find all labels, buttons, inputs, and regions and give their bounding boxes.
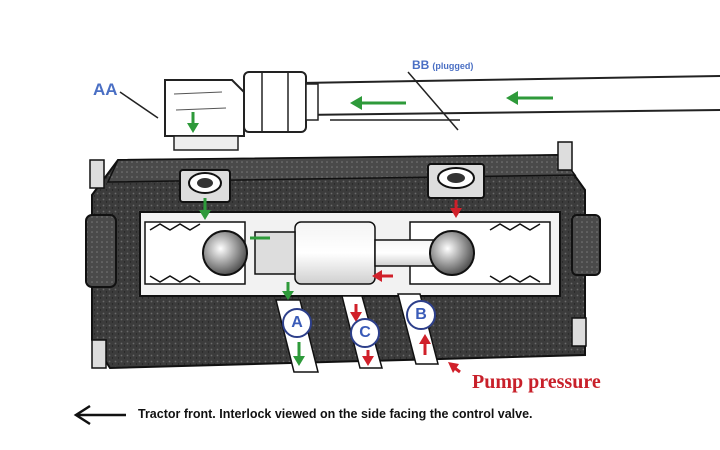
elbow-fitting-aa xyxy=(164,71,319,151)
tractor-front-arrow xyxy=(73,404,126,426)
supply-pipes xyxy=(299,75,720,121)
port-label-c: C xyxy=(350,318,380,348)
bb-leader-line xyxy=(407,71,459,131)
diagram-caption: Tractor front. Interlock viewed on the s… xyxy=(138,407,533,421)
label-bb-text: BB xyxy=(412,58,430,72)
label-bb: BB(plugged) xyxy=(412,58,473,72)
top-port-right xyxy=(427,163,485,199)
pump-pressure-label: Pump pressure xyxy=(472,371,601,393)
label-aa: AA xyxy=(93,80,118,99)
port-label-a: A xyxy=(282,308,312,338)
cutaway-bore xyxy=(139,211,561,297)
label-bb-note: (plugged) xyxy=(432,61,474,71)
top-port-left xyxy=(179,169,231,203)
port-label-b: B xyxy=(406,300,436,330)
aa-leader-line xyxy=(119,91,159,119)
green-flow-arrows xyxy=(187,91,553,366)
red-pressure-arrows xyxy=(350,200,462,374)
